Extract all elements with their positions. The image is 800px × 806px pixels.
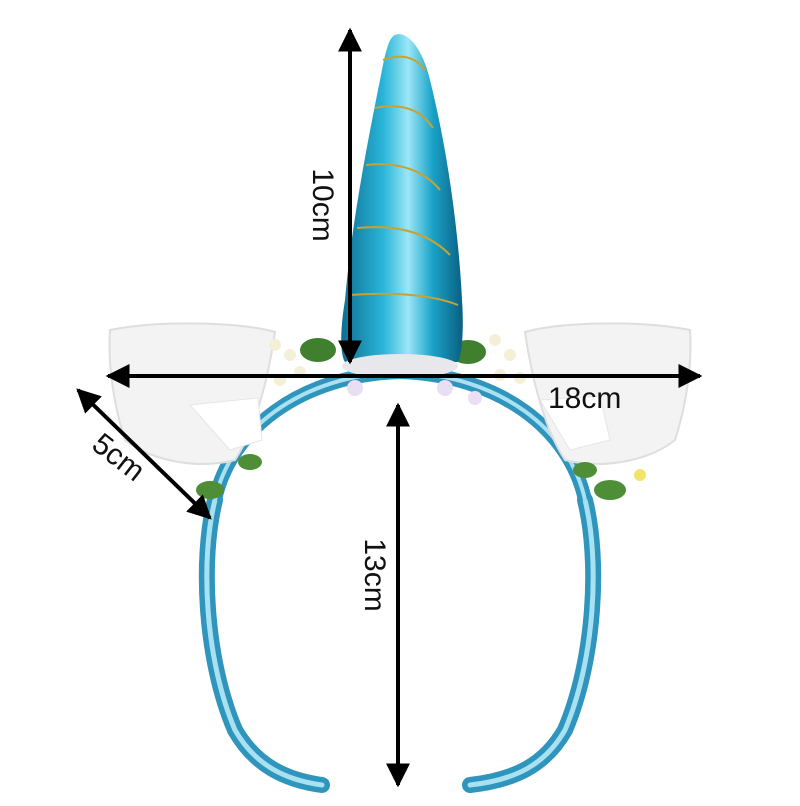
dimension-arrows <box>76 27 703 788</box>
headband-height-label: 13cm <box>358 538 391 612</box>
horn-height-label: 10cm <box>306 168 339 242</box>
width-label: 18cm <box>548 382 622 415</box>
unicorn-horn <box>341 34 463 378</box>
arrow-ear-size <box>76 388 212 520</box>
right-ear <box>523 322 692 465</box>
